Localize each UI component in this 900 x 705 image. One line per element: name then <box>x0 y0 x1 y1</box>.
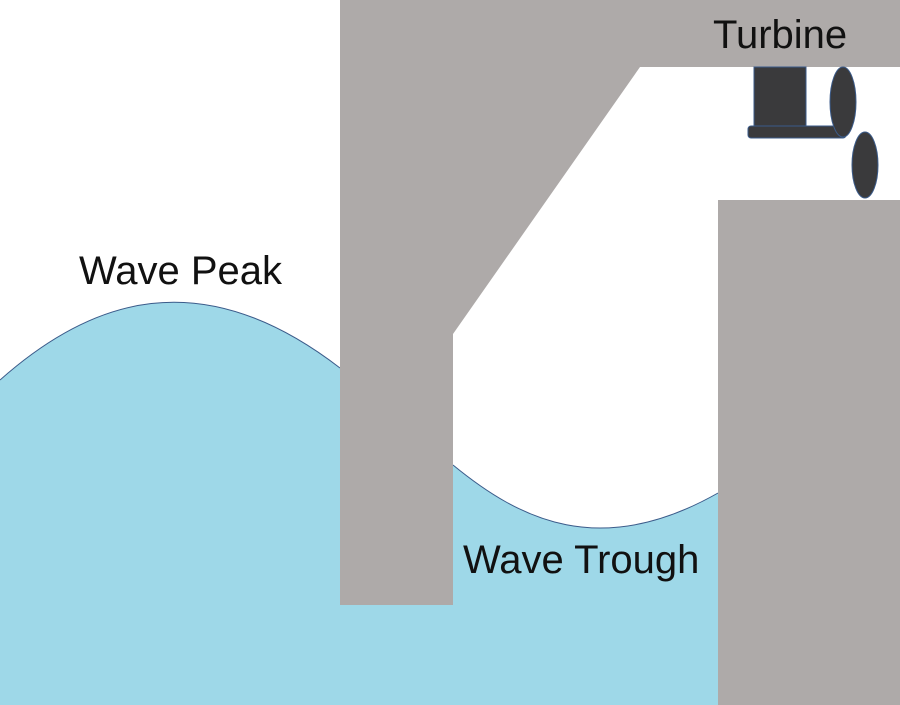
turbine-label: Turbine <box>713 13 848 57</box>
turbine-shaft <box>747 125 847 139</box>
chamber-structure <box>340 0 900 605</box>
turbine-blade-lower <box>851 131 879 199</box>
wave-trough-surface <box>452 464 719 529</box>
turbine-housing <box>753 66 807 128</box>
back-wall <box>718 200 900 705</box>
water-body <box>0 302 718 705</box>
wave-peak-surface <box>0 301 341 381</box>
turbine <box>747 66 879 199</box>
turbine-blade-upper <box>829 66 857 138</box>
wave-peak-label: Wave Peak <box>79 249 283 293</box>
wave-trough-label: Wave Trough <box>463 538 700 582</box>
